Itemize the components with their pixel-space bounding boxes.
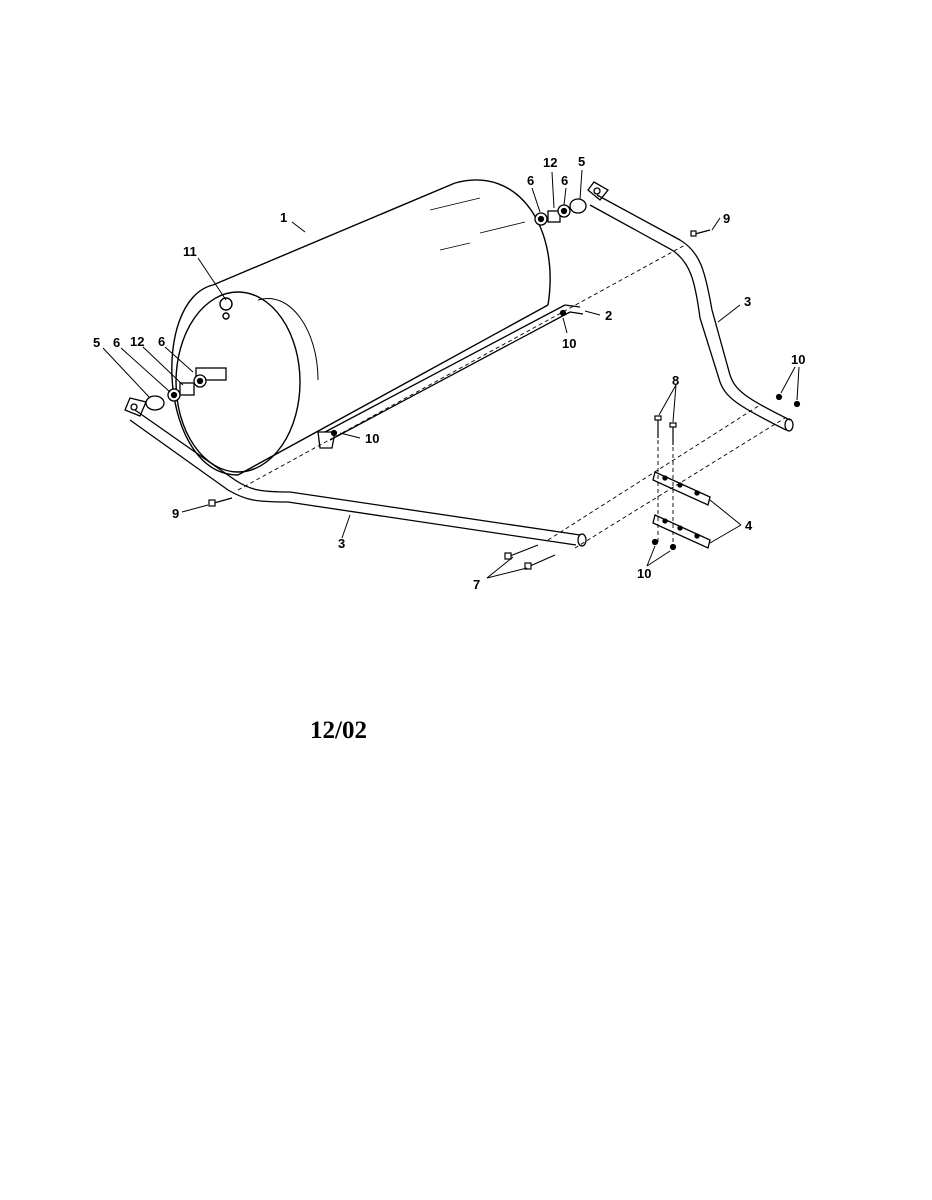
callout-6-right-a: 6	[527, 173, 534, 188]
leader-lines	[102, 169, 800, 579]
callout-1: 1	[280, 210, 287, 225]
left-handle-bar	[124, 397, 587, 547]
callout-2: 2	[605, 308, 612, 323]
callout-12-left: 12	[130, 334, 144, 349]
callout-6-left-b: 6	[158, 334, 165, 349]
roller-drum	[171, 179, 551, 476]
callout-labels: 1 11 5 6 12 6 6 12 6 5 2 10 10 9 3 9 3 1…	[93, 154, 805, 592]
callout-3-left: 3	[338, 536, 345, 551]
right-axle-assembly	[534, 198, 587, 226]
callout-5-left: 5	[93, 335, 100, 350]
hardware	[208, 229, 801, 570]
connector-plates	[652, 471, 711, 549]
callout-10-plates: 10	[637, 566, 651, 581]
callout-9-right: 9	[723, 211, 730, 226]
callout-5-right: 5	[578, 154, 585, 169]
callout-9-left: 9	[172, 506, 179, 521]
callout-7: 7	[473, 577, 480, 592]
callout-6-right-b: 6	[561, 173, 568, 188]
callout-10-scraper-left: 10	[365, 431, 379, 446]
callout-10-handle-right: 10	[791, 352, 805, 367]
callout-6-left-a: 6	[113, 335, 120, 350]
callout-8: 8	[672, 373, 679, 388]
scraper-bar	[317, 304, 584, 449]
callout-3-right: 3	[744, 294, 751, 309]
revision-date: 12/02	[310, 717, 367, 744]
fill-plug	[219, 297, 233, 320]
left-axle-assembly	[145, 367, 227, 411]
callout-12-right: 12	[543, 155, 557, 170]
assembly-lines	[237, 244, 786, 550]
callout-11: 11	[183, 244, 197, 259]
right-handle-bar	[587, 181, 794, 432]
callout-4: 4	[745, 518, 753, 533]
callout-10-scraper-right: 10	[562, 336, 576, 351]
